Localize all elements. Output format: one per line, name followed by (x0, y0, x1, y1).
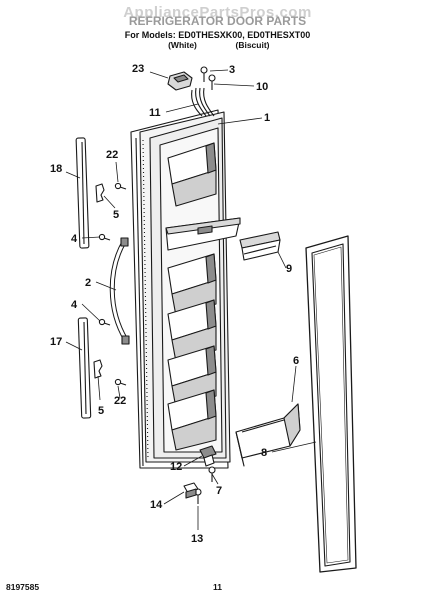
callout-13: 13 (191, 533, 203, 545)
callout-7: 7 (216, 485, 222, 497)
door-gasket (305, 235, 357, 573)
wire-harness (191, 87, 215, 117)
leader-lines (65, 69, 317, 530)
callout-4-lower: 4 (71, 299, 78, 311)
callout-22-lower: 22 (114, 395, 126, 407)
dispenser-shelf (165, 217, 241, 251)
handle-clip-upper (95, 183, 105, 203)
callout-17: 17 (50, 336, 62, 348)
watermark: AppliancePartsPros.com (123, 4, 312, 21)
screw-4-upper (98, 233, 111, 241)
color-variants: (White) (Biscuit) (0, 40, 435, 50)
door-bins (167, 142, 217, 451)
screw-4-lower (98, 318, 111, 326)
trim-strip-upper (75, 137, 90, 249)
handle-clip-lower (93, 359, 103, 379)
callout-5-lower: 5 (98, 405, 104, 417)
door-handle (109, 237, 130, 345)
variant-white: (White) (168, 40, 197, 50)
bin-trim-strip (239, 231, 281, 261)
wire-cover (167, 71, 193, 91)
page-number: 11 (213, 582, 222, 592)
variant-biscuit: (Biscuit) (235, 40, 270, 50)
callout-10: 10 (256, 81, 268, 93)
lower-hinge (199, 445, 217, 467)
callout-8: 8 (261, 447, 267, 459)
callout-23: 23 (132, 63, 144, 75)
footer-part-code: 8197585 (6, 582, 40, 592)
diagram-title: REFRIGERATOR DOOR PARTS (128, 14, 307, 28)
callout-11: 11 (149, 107, 161, 119)
callout-9: 9 (286, 263, 292, 275)
hinge-bushing (183, 482, 199, 499)
callout-6: 6 (293, 355, 299, 367)
screw-10 (208, 74, 216, 90)
model-numbers: For Models: ED0THESXK00, ED0THESXT00 (124, 30, 311, 40)
callout-18: 18 (50, 163, 62, 175)
callout-4-upper: 4 (71, 233, 78, 245)
screw-22-lower (114, 378, 127, 386)
door-bin-lower (235, 403, 301, 467)
callout-12: 12 (170, 461, 182, 473)
callout-22-upper: 22 (106, 149, 118, 161)
callout-5-upper: 5 (113, 209, 119, 221)
callout-14: 14 (150, 499, 163, 511)
callout-2: 2 (85, 277, 91, 289)
trim-strip-lower (77, 317, 92, 419)
callout-1: 1 (264, 112, 270, 124)
screw-3 (200, 66, 208, 82)
callout-3: 3 (229, 64, 235, 76)
screw-22-upper (114, 182, 127, 190)
